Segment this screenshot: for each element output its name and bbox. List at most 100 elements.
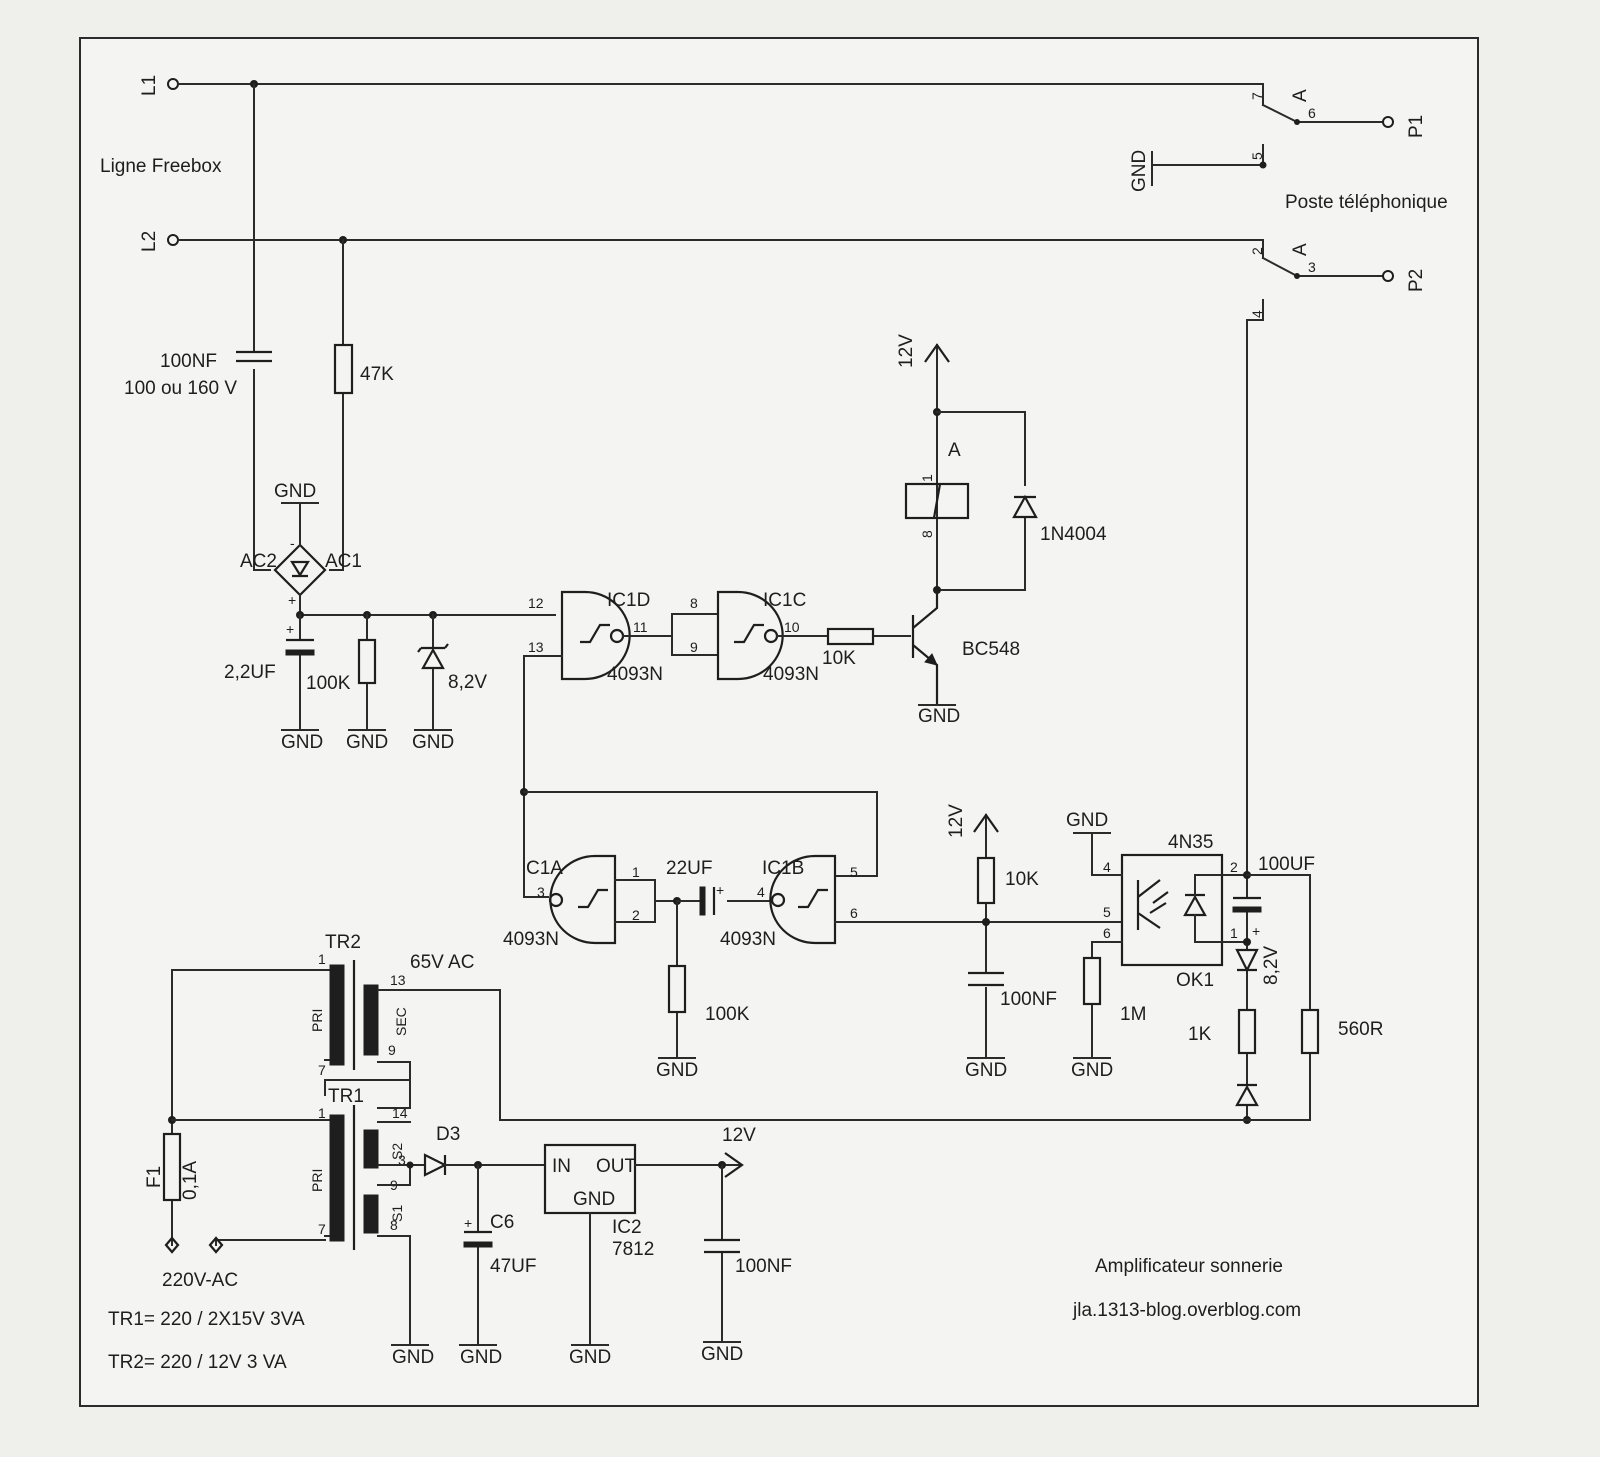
base-resistor-value: 10K [822,648,856,669]
opto-zener-diode [1235,948,1259,973]
opto-filter-value: 100NF [1000,989,1057,1010]
opto-pulldown-value: 1M [1120,1004,1146,1025]
timer-cap-neg [699,886,706,916]
plus-sign: + [1252,923,1260,939]
c2-capacitor-neg [285,649,315,656]
opto-pulldown-resistor [1082,956,1102,1006]
pin-label: 12 [528,595,544,611]
credits-title: Amplificateur sonnerie [1095,1256,1283,1277]
tr1-spec: TR1= 220 / 2X15V 3VA [108,1309,305,1330]
gnd-label: GND [918,706,960,727]
opto-pullup-resistor [976,856,996,905]
supply-arrow-icon [973,813,999,833]
l2-label: L2 [139,231,160,252]
opto-cap-value: 100UF [1258,854,1315,875]
reg-in-label: IN [552,1156,571,1177]
gnd-label: GND [412,732,454,753]
opto-pin6-wire [1091,941,1123,1059]
output-voltage: 12V [722,1125,756,1146]
schmitt-icon [734,623,764,644]
drawing-frame [79,37,1479,1407]
reg-part: 7812 [612,1239,654,1260]
gnd-label: GND [274,481,316,502]
pin-label: 9 [388,1042,396,1058]
c1-rating: 100 ou 160 V [124,378,237,399]
gate-ic1d: IC1D 4093N 12 13 11 [523,590,719,685]
output-arrow-icon [724,1152,744,1178]
tr2-secondary-winding [363,984,379,1056]
opto-pin4-wire [1091,832,1123,876]
pin-label: 9 [690,639,698,655]
contact-a-label: A [1290,89,1311,102]
line-section: L1 Ligne Freebox L2 P1 7 A 6 GND 5 Poste… [100,75,1448,863]
relay-contact-a-top [1261,83,1384,124]
tr2-primary-winding [329,964,345,1066]
reg-gnd-label: GND [573,1189,615,1210]
pin-label: 4 [1103,859,1111,875]
pin-label: 13 [528,639,544,655]
optocoupler-4n35 [1120,853,1224,967]
timer-section: C1A 4093N 3 1 2 + 22UF 100K GND IC1B 409… [503,655,1121,1081]
c6-ref: C6 [490,1212,514,1233]
c1-wire [253,83,271,571]
schmitt-icon [798,888,828,909]
timer-resistor-value: 100K [705,1004,750,1025]
tr2-primary-wire [324,969,331,1061]
nand-gate-ic1b [769,854,837,945]
pin-label: 4 [757,884,765,900]
relay-section: 12V 1N4004 A 1 8 BC548 GND [896,334,1107,727]
tr2-spec: TR2= 220 / 12V 3 VA [108,1352,287,1373]
c6-neg [463,1241,493,1248]
zener-diode [417,643,449,670]
tr1-secondary-s1 [363,1194,379,1234]
pin-label: 4 [1249,310,1265,318]
inverter-bubble [770,892,786,908]
l1-terminal [167,78,179,90]
pin-label: 5 [850,864,858,880]
relay-coil [904,482,970,520]
tr-pri-label: PRI [309,1009,325,1032]
tr2-sec-voltage: 65V AC [410,952,474,973]
opto-load-resistor [1300,1008,1320,1055]
ic1c-label: IC1C [763,590,806,611]
pin-label: 8 [690,595,698,611]
pin-label: 8 [919,530,935,538]
pin-label: 1 [632,864,640,880]
opto-led-wire [1221,861,1248,1121]
plus-sign: + [464,1215,472,1231]
r2-value: 100K [306,673,351,694]
gnd-label: GND [392,1347,434,1368]
opto-supply: 12V [946,804,967,838]
pin-label: 2 [632,907,640,923]
junction [1294,119,1300,125]
gnd-label: GND [346,732,388,753]
r1-resistor [333,343,354,395]
c1a-part: 4093N [503,929,559,950]
p2-terminal [1382,270,1394,282]
ic1b-label: IC1B [762,858,804,879]
opto-rectifier-diode [1235,1083,1259,1107]
pin-label: 1 [919,474,935,482]
pin-label: 1 [1230,925,1238,941]
gnd-label: GND [460,1347,502,1368]
flyback-diode-wire [936,411,1026,591]
c1a-label: C1A [526,858,563,879]
feedback-loop-wire [523,791,878,877]
gate-feedback-wire [523,655,549,898]
inverter-bubble [548,892,564,908]
relay-coil-mark [932,483,942,519]
zener-value: 8,2V [448,672,487,693]
fuse-value: 0,1A [180,1161,201,1200]
timer-cap-value: 22UF [666,858,712,879]
tr1-secondary-s2 [363,1129,379,1169]
junction [1259,161,1267,169]
gnd-label: GND [1071,1060,1113,1081]
opto-filter-capacitor [968,971,1004,987]
pin-label: 6 [1308,105,1316,121]
gnd-label: GND [1129,150,1150,192]
l1-label: L1 [139,75,160,96]
p2-label: P2 [1406,269,1427,292]
p1-label: P1 [1406,115,1427,138]
opto-ref: OK1 [1176,970,1214,991]
